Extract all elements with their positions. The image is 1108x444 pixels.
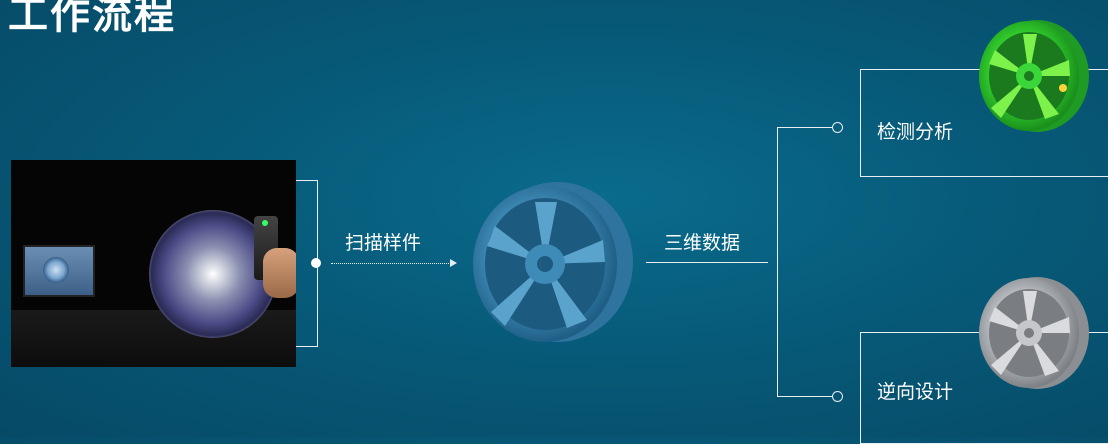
- monitor: [23, 245, 95, 297]
- arrow-head-icon: [450, 259, 457, 267]
- scanning-photo: [11, 160, 296, 367]
- connector-dot: [311, 258, 321, 268]
- wheel-green-analysis: [979, 20, 1089, 132]
- monitor-wheel-icon: [43, 257, 69, 283]
- hand: [263, 248, 296, 298]
- branch-bottom-circle: [832, 391, 843, 402]
- branch-vertical-line: [777, 127, 778, 397]
- branch-top-circle: [832, 122, 843, 133]
- scanner-indicator: [262, 220, 268, 226]
- inspect-label: 检测分析: [877, 121, 954, 143]
- wheel-gray-cad: [979, 277, 1089, 389]
- data3d-underline: [646, 262, 768, 263]
- branch-bottom-line: [777, 396, 833, 397]
- dotted-arrow-line: [331, 263, 451, 264]
- data3d-label: 三维数据: [664, 232, 741, 254]
- page-title: 工作流程: [8, 0, 176, 38]
- branch-top-line: [777, 127, 833, 128]
- wheel-3d-model: [473, 182, 633, 342]
- reverse-label: 逆向设计: [877, 381, 954, 403]
- scan-label: 扫描样件: [345, 232, 422, 254]
